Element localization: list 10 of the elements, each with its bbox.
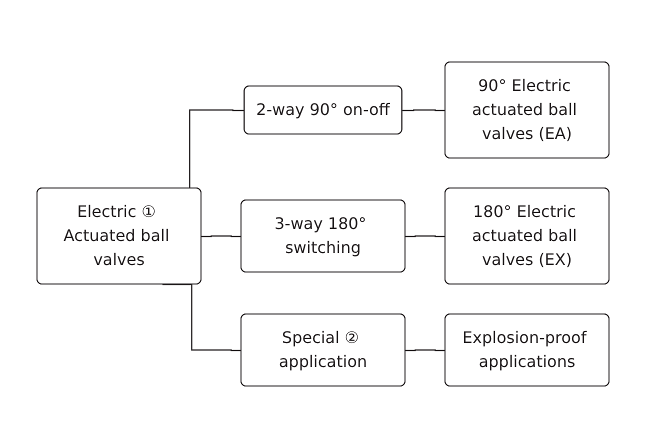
connector: [406, 235, 446, 238]
connector: [202, 235, 242, 238]
node-text: Special ② application: [278, 328, 368, 371]
connector: [406, 349, 446, 352]
node-text: 180° Electric actuated ball valves (EX): [472, 202, 577, 269]
node-text: Explosion-proof applications: [462, 328, 586, 371]
node-text: 3-way 180° switching: [274, 214, 366, 257]
node-text: 90° Electric actuated ball valves (EA): [472, 76, 577, 143]
connector: [162, 284, 242, 352]
connector: [402, 109, 446, 112]
